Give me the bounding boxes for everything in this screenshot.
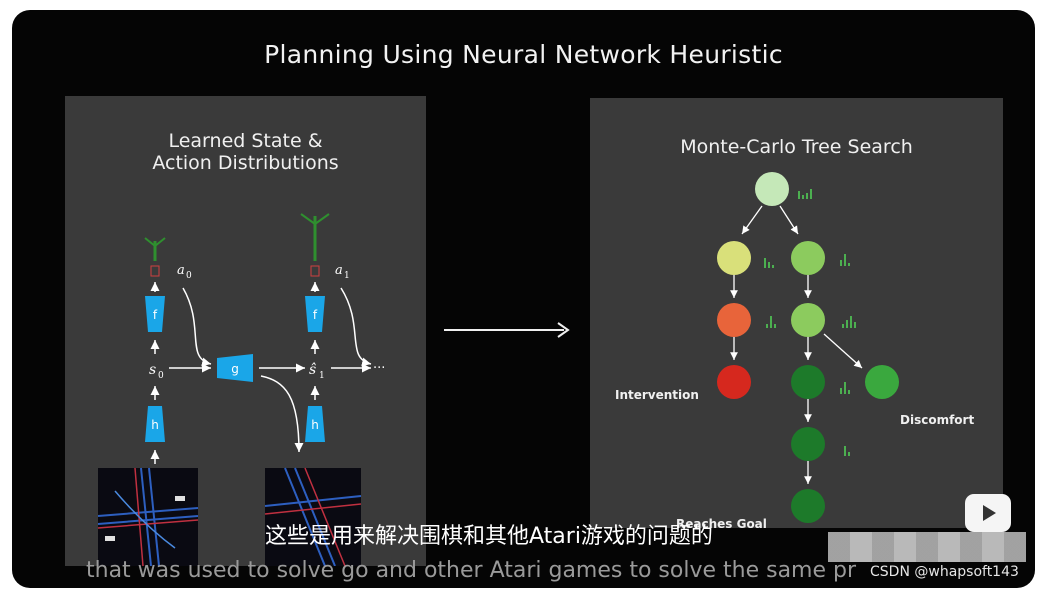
g-label: g	[231, 362, 239, 376]
intersection-map-right	[264, 467, 362, 566]
slide-title: Planning Using Neural Network Heuristic	[264, 40, 783, 69]
tree-node-root	[755, 172, 789, 206]
a0-label: a	[177, 263, 185, 278]
play-icon[interactable]	[965, 494, 1011, 532]
s0-subscript: 0	[158, 371, 164, 381]
subtitle-zh: 这些是用来解决围棋和其他Atari游戏的问题的	[265, 524, 713, 549]
intersection-map-left	[97, 467, 199, 566]
discomfort-label: Discomfort	[900, 413, 974, 427]
watermark: CSDN @whapsoft143	[870, 564, 1019, 580]
a1-subscript: 1	[344, 271, 350, 281]
g-block: g	[217, 354, 253, 382]
reaches-goal-label: Reaches Goal	[676, 517, 767, 528]
s1-hat-label: ŝ	[309, 362, 316, 378]
left-panel: Learned State & Action Distributions f	[65, 96, 426, 566]
subtitle-en: that was used to solve go and other Atar…	[86, 558, 857, 583]
action-distribution-sprout-right	[300, 213, 330, 277]
right-panel-title: Monte-Carlo Tree Search	[680, 136, 913, 158]
s1-subscript: 1	[319, 371, 325, 381]
arrow-right-icon	[557, 322, 570, 338]
tree-node-s4-1	[791, 427, 825, 461]
network-diagram: f s 0 h a 0 g	[97, 213, 385, 566]
s0-label: s	[149, 362, 156, 378]
intervention-label: Intervention	[615, 388, 699, 402]
blurred-overlay	[828, 532, 1026, 562]
tree-node-s2-1	[791, 303, 825, 337]
left-panel-title-line2: Action Distributions	[152, 152, 339, 174]
action-distribution-sprout-left	[144, 237, 166, 277]
tree-node-s2-0	[717, 303, 751, 337]
tree-node-s3-0	[717, 365, 751, 399]
tree-node-s1-0	[717, 241, 751, 275]
video-frame[interactable]: Planning Using Neural Network Heuristic …	[12, 10, 1035, 588]
f-label-right: f	[313, 308, 318, 322]
tree-node-s3-1	[791, 365, 825, 399]
tree-node-s5-1	[791, 489, 825, 523]
h-block-right: h	[305, 406, 325, 442]
right-panel: Monte-Carlo Tree Search	[590, 98, 1003, 528]
h-block-left: h	[145, 406, 165, 442]
ellipsis: ···	[373, 361, 385, 376]
histogram-glyphs	[764, 189, 856, 456]
f-block-left: f	[145, 296, 165, 332]
f-label-left: f	[153, 308, 158, 322]
mcts-tree: Intervention Discomfort Reaches Goal	[615, 172, 974, 528]
a1-label: a	[335, 263, 343, 278]
left-panel-title-line1: Learned State &	[168, 130, 323, 152]
a0-subscript: 0	[186, 271, 192, 281]
tree-node-s1-1	[791, 241, 825, 275]
f-block-right: f	[305, 296, 325, 332]
h-label-right: h	[311, 418, 319, 432]
tree-node-s3-2	[865, 365, 899, 399]
h-label-left: h	[151, 418, 159, 432]
transition-arrow	[444, 322, 570, 338]
